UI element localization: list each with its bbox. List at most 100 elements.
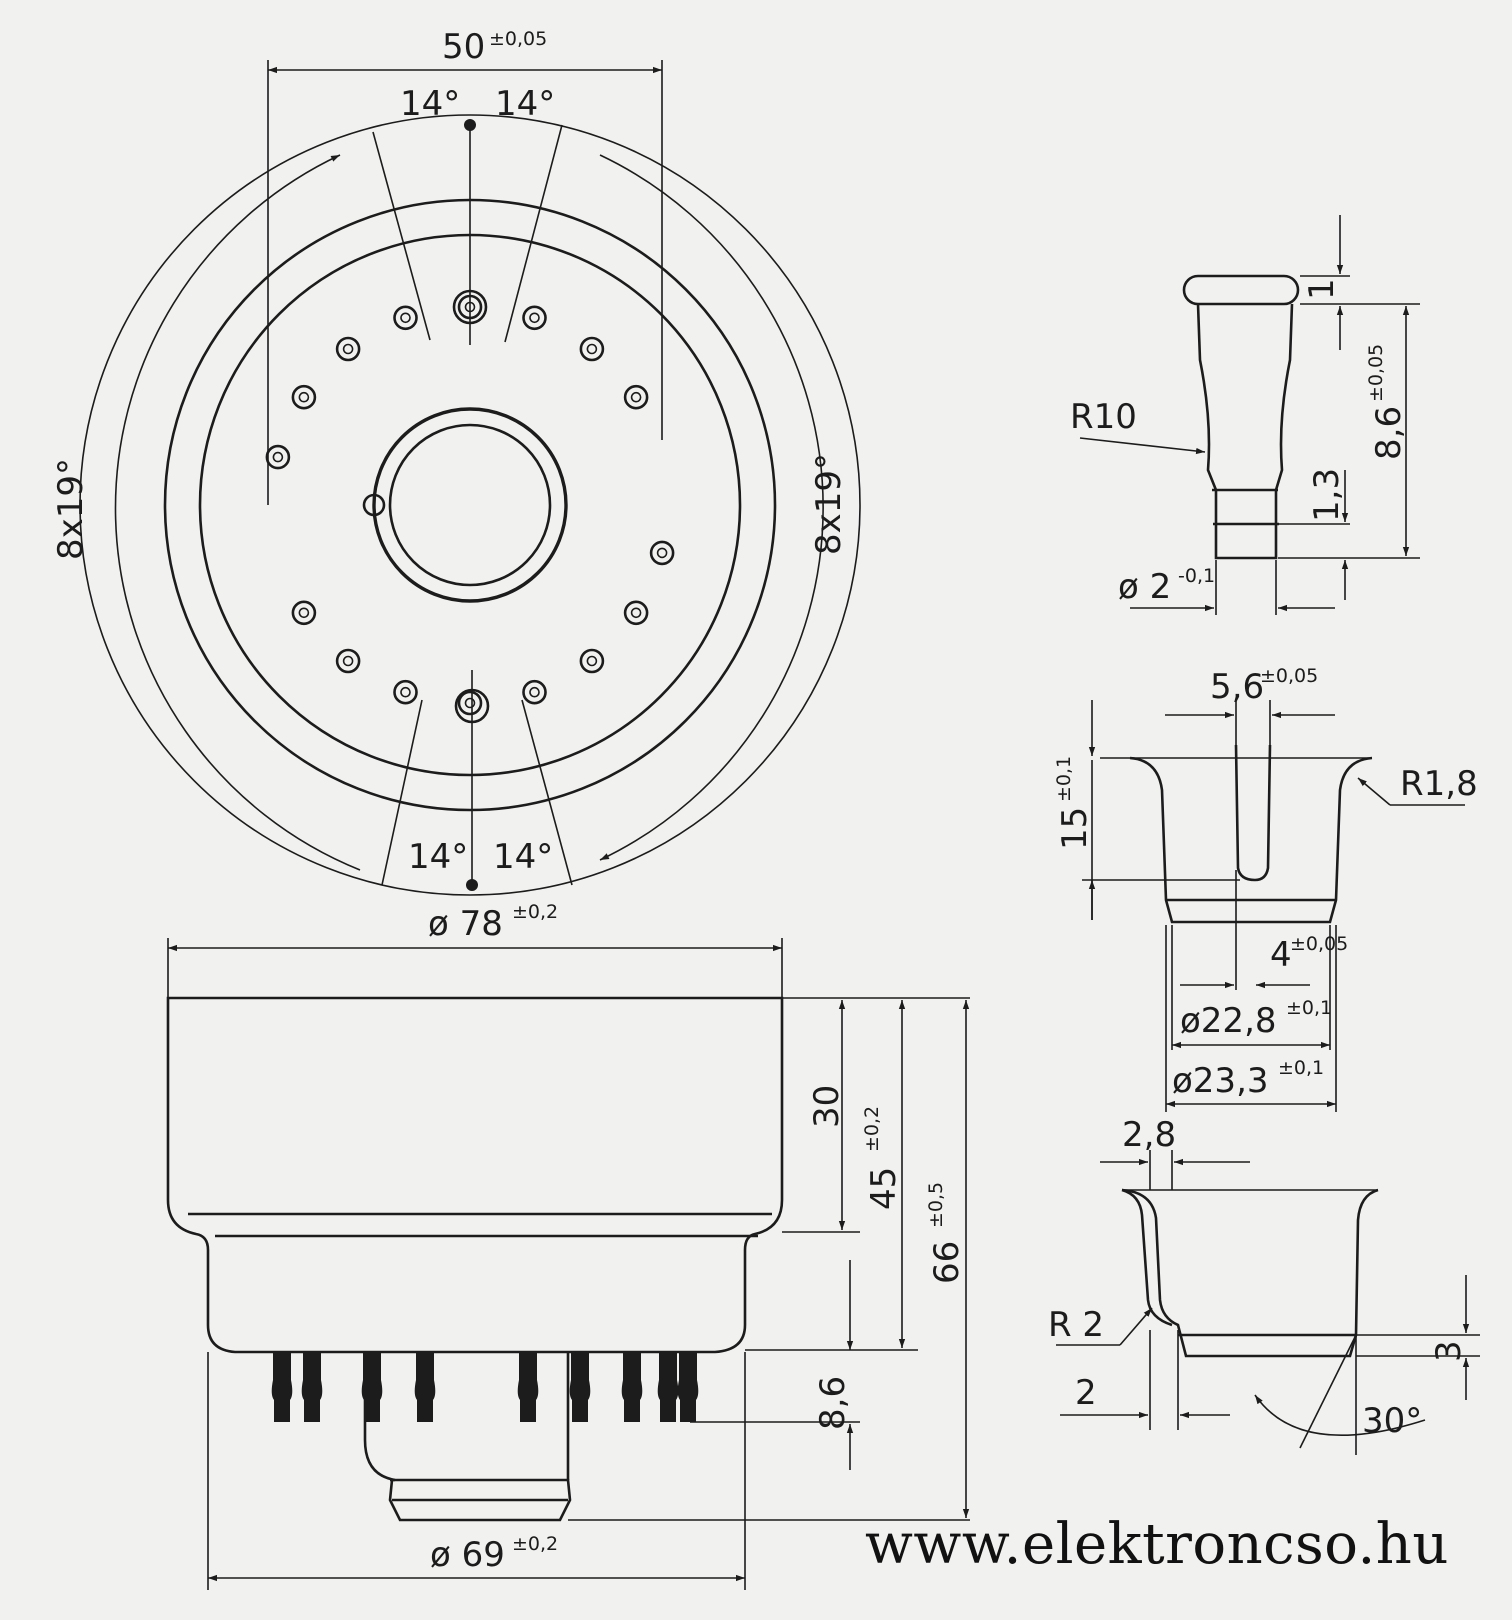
angle-bottom-right: 14° (493, 837, 553, 877)
pin-dia-tol: -0,1 (1178, 565, 1215, 587)
center-key-ring-outer (372, 407, 568, 603)
width-dim-tol: ±0,05 (489, 28, 547, 50)
pin-hole-center (586, 655, 598, 667)
angle-arc (1254, 1394, 1426, 1436)
depth-tol: ±0,1 (1053, 756, 1075, 802)
side-pin (414, 1352, 436, 1422)
pin-hole-center (342, 655, 354, 667)
pin-hole-ring (649, 540, 675, 566)
pin-hole-center (586, 343, 598, 355)
side-pin (677, 1352, 699, 1422)
bottom-height-label: 3 (1429, 1340, 1469, 1362)
pin-hole-ring (579, 336, 605, 362)
angle-top-right: 14° (495, 84, 555, 124)
base-diameter-value: ø 69 (430, 1535, 505, 1575)
pin-hole-ring (393, 305, 418, 331)
pin-hole-center (529, 312, 540, 324)
dim-30-label: 30 (807, 1085, 847, 1128)
angle-line-bottom-left (381, 699, 423, 886)
pin-body (1196, 303, 1294, 560)
pin-head (1182, 274, 1300, 306)
pitch-left-label: 8x19° (51, 458, 91, 560)
pin-length-label: 8,6 (1369, 406, 1409, 460)
angle-line-top-right (504, 124, 563, 343)
pin-hole-center (400, 686, 411, 698)
inner-diameter-tol: ±0,1 (1286, 997, 1332, 1019)
pin-head-label: 1 (1302, 278, 1342, 300)
side-pin (271, 1352, 293, 1422)
angle-top-left: 14° (400, 84, 460, 124)
base-diameter-tol: ±0,2 (512, 1533, 558, 1555)
pin-hole-center (630, 391, 642, 403)
pin-hole-center (464, 697, 476, 709)
pin-hole-center (272, 451, 284, 463)
pitch-arc-left (114, 154, 361, 871)
pin-length-tol: ±0,05 (1365, 344, 1387, 402)
pin-dia-label: ø 2 (1118, 567, 1171, 607)
depth-label: 15 (1055, 807, 1095, 850)
dim-pin-label: 8,6 (813, 1376, 853, 1430)
outer-diameter-tol: ±0,1 (1278, 1057, 1324, 1079)
pin-tip-label: 1,3 (1307, 468, 1347, 522)
cup-slot (1234, 744, 1272, 882)
pin-detail: 1 8,6 ±0,05 R10 1,3 ø 2 -0,1 (1070, 215, 1420, 615)
outer-diameter-label: ø23,3 (1172, 1061, 1269, 1101)
inner-diameter-label: ø22,8 (1180, 1001, 1277, 1041)
offset-tol: ±0,05 (1290, 933, 1348, 955)
pin-hole-ring (291, 600, 317, 626)
bottom-center-mark (466, 879, 478, 891)
width-dim-value: 50 (442, 27, 485, 67)
slot-width-tol: ±0,05 (1260, 665, 1318, 687)
dim-45-tol: ±0,2 (861, 1106, 883, 1152)
pin-hole-ring (393, 679, 418, 705)
pin-hole-ring (623, 600, 649, 626)
top-diameter-tol: ±0,2 (512, 901, 558, 923)
angle-ref-slant (1299, 1334, 1357, 1449)
top-view: 50 ±0,05 14° 14° 14° 14° 8x19° 8x19° ø 7… (51, 27, 861, 944)
side-pin (569, 1352, 591, 1422)
dim-66-tol: ±0,5 (925, 1182, 947, 1228)
cup-radius-leader (1357, 777, 1391, 806)
cup-detail: 5,6 ±0,05 R1,8 15 ±0,1 4 ±0,05 ø22,8 ±0,… (1053, 665, 1478, 1112)
flare-outline (1121, 1188, 1379, 1358)
pin-hole-ring (522, 679, 547, 705)
pin-radius-leader (1079, 437, 1206, 455)
pin-hole-ring (579, 648, 605, 674)
slot-width-label: 5,6 (1210, 667, 1264, 707)
socket-body (166, 996, 784, 1354)
pitch-right-label: 8x19° (809, 453, 849, 555)
pin-hole-center (298, 607, 310, 619)
side-pin (657, 1352, 679, 1422)
side-pin (361, 1352, 383, 1422)
side-pins (271, 1352, 699, 1422)
lip-width-label: 2,8 (1122, 1115, 1176, 1155)
pin-hole-ring (457, 690, 483, 716)
pin-hole-center (342, 343, 354, 355)
pin-hole-ring (522, 305, 547, 331)
wall-label: 2 (1075, 1373, 1097, 1413)
offset-label: 4 (1270, 935, 1292, 975)
dim-66-label: 66 (927, 1241, 967, 1284)
pin-hole-ring (265, 444, 291, 470)
flare-inner-wall (1121, 1188, 1173, 1327)
angle-label: 30° (1362, 1401, 1422, 1441)
pin-radius-label: R10 (1070, 397, 1137, 437)
pin-hole-center (529, 686, 540, 698)
flare-detail: 2,8 R 2 2 3 30° (1048, 1115, 1480, 1455)
top-diameter-value: ø 78 (428, 904, 503, 944)
top-center-mark (464, 119, 476, 131)
flare-radius-leader (1119, 1307, 1153, 1346)
side-pin (517, 1352, 539, 1422)
pitch-arc-right (599, 154, 824, 861)
side-pin (301, 1352, 323, 1422)
flare-radius-label: R 2 (1048, 1305, 1104, 1345)
pin-holes (265, 294, 675, 716)
angle-line-bottom-right (521, 699, 573, 886)
cup-radius-label: R1,8 (1400, 764, 1478, 804)
pin-hole-ring (335, 648, 361, 674)
cup-outline (1129, 756, 1373, 924)
pin-hole-ring (291, 384, 317, 410)
dim-45-label: 45 (864, 1167, 904, 1210)
angle-line-top-left (372, 131, 431, 341)
pin-hole-ring (335, 336, 361, 362)
